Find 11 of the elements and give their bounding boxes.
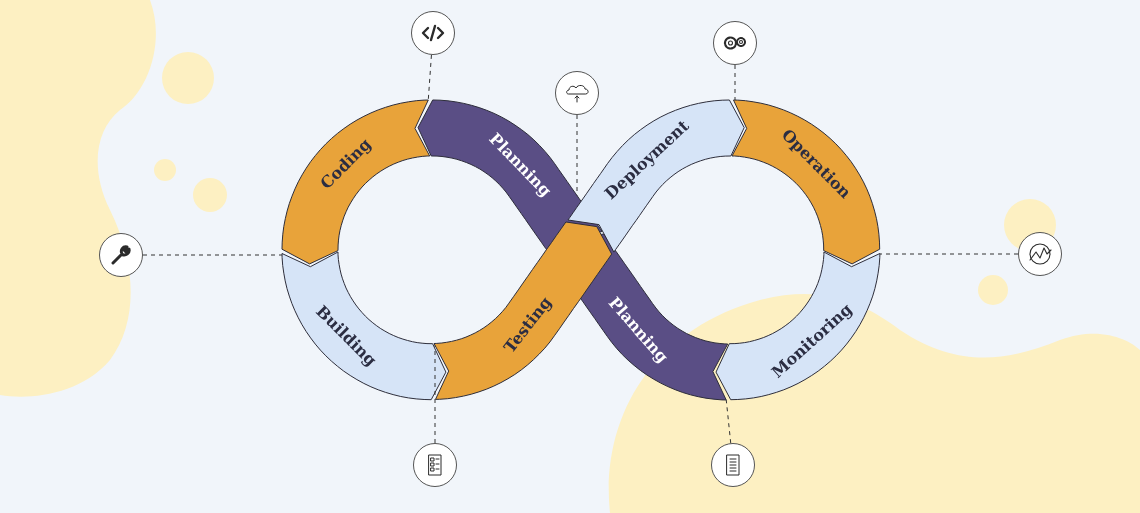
leader-line xyxy=(576,114,578,196)
leader-line xyxy=(725,399,732,444)
icon-circle xyxy=(1018,232,1062,276)
icon-circle xyxy=(413,443,457,487)
icon-circle xyxy=(713,21,757,65)
icon-circle xyxy=(411,11,455,55)
leader-line xyxy=(879,253,1019,255)
leader-line xyxy=(734,64,736,101)
leader-line xyxy=(142,254,283,256)
leader-line xyxy=(427,54,432,101)
icon-circle xyxy=(555,71,599,115)
